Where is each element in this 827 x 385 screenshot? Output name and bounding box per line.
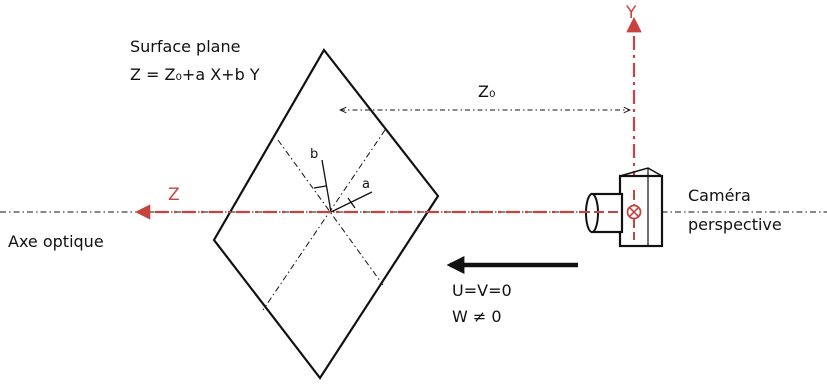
surface-plane-equation: Z = Z₀+a X+b Y: [130, 65, 260, 84]
slope-a-label: a: [362, 177, 370, 192]
camera-origin-marker: [626, 204, 642, 220]
surface-plane: [212, 48, 440, 380]
camera-label-line2: perspective: [688, 215, 782, 234]
slope-b-tick: [313, 185, 327, 189]
plane-axis-2: [262, 129, 386, 311]
motion-w-label: W ≠ 0: [452, 307, 502, 326]
z0-label: Z₀: [478, 82, 495, 101]
optical-axis-label: Axe optique: [8, 232, 104, 251]
motion-uv-label: U=V=0: [452, 281, 512, 300]
slope-b-line: [321, 159, 332, 213]
camera-icon: [580, 167, 664, 248]
y-axis-label: Y: [625, 3, 637, 23]
surface-plane-title: Surface plane: [130, 37, 240, 56]
plane-axis-1: [277, 139, 384, 286]
slope-a-tick: [347, 197, 356, 209]
slope-b-label: b: [310, 147, 318, 162]
camera-label-line1: Caméra: [688, 186, 751, 205]
z-axis-label: Z: [168, 185, 180, 205]
